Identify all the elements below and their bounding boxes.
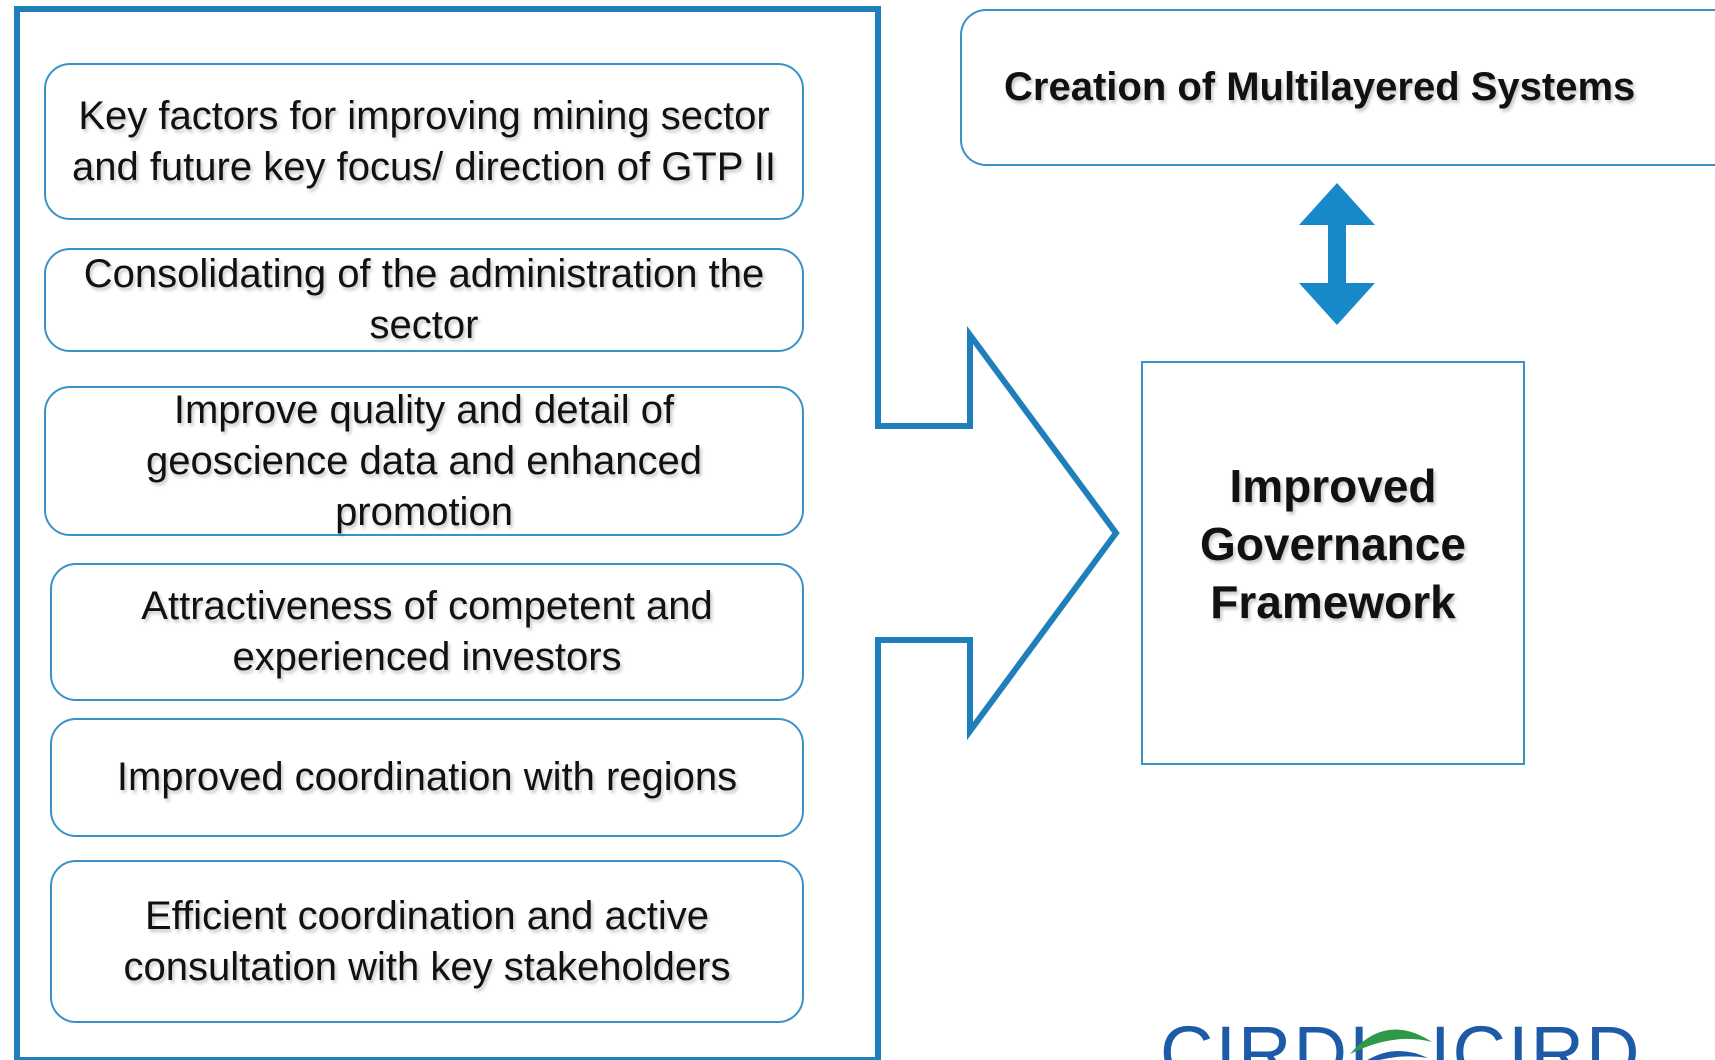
factor-text-6: Efficient coordination and active consul… [123,893,731,989]
logo-text-icird: ICIRD [1430,1011,1642,1060]
multilayered-systems-label: Creation of Multilayered Systems [1004,65,1636,109]
cirdi-icird-logo: CIRDI ICIRD [1160,1010,1660,1060]
factor-text-2: Consolidating of the administration the … [83,252,765,347]
factor-text-1: Key factors for improving mining sector … [71,93,777,189]
logo-text-cirdi: CIRDI [1160,1011,1372,1060]
factor-text-5: Improved coordination with regions [116,755,738,799]
governance-framework-box: Improved Governance Framework [1141,361,1525,765]
multilayered-systems-box: Creation of Multilayered Systems [960,9,1715,166]
leaf-wave-icon [1350,1029,1432,1060]
factors-frame-arrow [14,6,1120,1060]
factor-box-4: Attractiveness of competent and experien… [50,563,804,701]
factor-box-6: Efficient coordination and active consul… [50,860,804,1023]
double-arrow-icon [1299,183,1375,325]
factor-box-2: Consolidating of the administration the … [44,248,804,352]
factor-text-3: Improve quality and detail of geoscience… [145,387,702,534]
factor-box-5: Improved coordination with regions [50,718,804,837]
factor-box-1: Key factors for improving mining sector … [44,63,804,220]
factor-box-3: Improve quality and detail of geoscience… [44,386,804,536]
governance-framework-label: Improved Governance Framework [1200,460,1466,628]
factor-text-4: Attractiveness of competent and experien… [141,584,713,679]
